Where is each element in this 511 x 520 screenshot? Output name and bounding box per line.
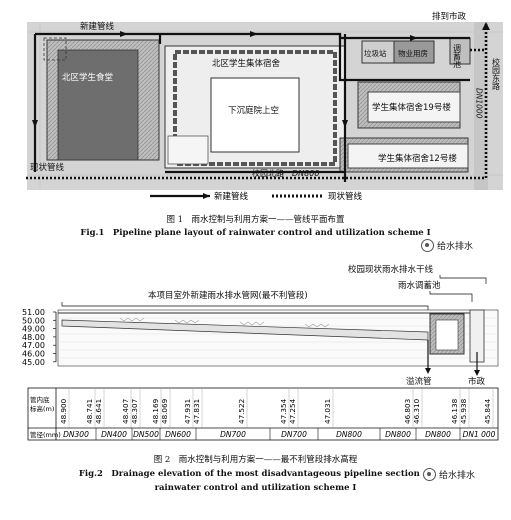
invert-elevation-value: 46.138 [450,398,459,424]
label-dn800: DN800 [292,169,319,178]
pipe-size-value: DN300 [63,430,89,439]
dorm19-building [357,81,461,129]
invert-elevation-value: 47.522 [237,399,246,424]
legend-existing-label: 现状管线 [328,191,363,200]
elevation-table: 管内底 标高(m) 管径(mm) [27,387,499,441]
fig2-caption-cn: 图 2 雨水控制与利用方案一——最不利管段排水高程 [153,455,358,465]
annotation-brackets [61,275,487,310]
label-storage-tank: 调蓄池 [453,44,462,68]
invert-elevation-value: 48.069 [160,398,169,424]
pipe-size-row: DN300 DN400 DN500 DN600 DN700 DN700 DN800 DN800… [63,428,496,440]
invert-elevation-value: 48.641 [94,399,103,424]
label-new-pipe-top: 新建管线 [80,21,115,32]
y-tick-label: 51.00 [22,308,45,317]
wechat-icon [423,468,436,481]
north-dorm-building [164,45,346,169]
sunken-courtyard [210,77,300,153]
label-main-pipe: 校园现状雨水排水干线 [348,264,434,275]
watermark-text-1: 给水排水 [437,242,474,252]
invert-elevation-value: 47.831 [192,399,201,424]
pipe-size-value: DN700 [220,430,246,439]
invert-elevation-value: 47.931 [183,399,192,424]
new-pipeline [33,32,470,182]
legend-new-label: 新建管线 [214,191,249,200]
invert-elevation-value: 48.169 [151,398,160,424]
watermark-text-2: 给水排水 [439,471,476,481]
invert-elevation-value: 45.938 [459,398,468,424]
y-tick-label: 46.00 [22,350,45,359]
invert-elevation-value: 48.407 [121,399,130,424]
fig1-plan: 新建管线 排到市政 北区学生食堂 北区学生集体宿舍 下沉庭院上空 垃圾站 物业用… [26,11,503,200]
watermark-2: 给水排水 [421,468,478,481]
label-tank: 雨水调蓄池 [398,280,441,291]
invert-elevation-value: 46.310 [412,398,421,424]
invert-elevation-value: 45.844 [483,398,492,424]
label-dn1000: DN1000 [475,88,484,119]
pipe-size-value: DN600 [165,430,191,439]
row-header-invert-1: 管内底 [30,395,50,404]
label-to-municipal: 排到市政 [432,11,467,22]
pipe-size-value: DN800 [336,430,362,439]
y-tick-label: 50.00 [22,316,45,325]
y-tick-label: 47.00 [22,341,45,350]
pipe-size-value: DN800 [425,430,451,439]
label-property-room: 物业用房 [398,48,428,58]
invert-elevation-value: 47.031 [323,399,332,424]
east-road [474,22,488,190]
invert-elevation-value: 48.307 [130,399,139,424]
label-existing-pipe-left: 现状管线 [30,162,65,173]
pipe-size-value: DN800 [385,430,411,439]
invert-elevation-value: 47.354 [279,398,288,424]
label-campus-road: 校园东路 [492,57,501,90]
dorm12-building [339,137,469,173]
invert-elevation-value: 48.900 [59,398,68,424]
fig1-caption-en: Fig.1 Pipeline plane layout of rainwater… [80,228,431,238]
row-header-invert-2: 标高(m) [30,404,54,413]
label-courtyard: 下沉庭院上空 [228,105,279,116]
property-room [393,40,435,64]
label-north-dorm: 北区学生集体宿舍 [212,58,281,69]
pipe-size-value: DN500 [133,430,159,439]
pipe-size-value: DN700 [281,430,307,439]
invert-elevation-value: 47.254 [288,398,297,424]
pipe-size-value: DN400 [101,430,127,439]
fig2-caption-en-1: Fig.2 Drainage elevation of the most dis… [78,469,433,479]
fig2-caption-en-2: rainwater control and utilization scheme… [154,483,357,493]
invert-elevation-value: 46.803 [403,399,412,424]
label-overflow: 溢流管 [406,376,432,387]
label-north-road: 校园北路 [252,168,284,178]
wechat-icon [421,239,434,252]
y-tick-label: 49.00 [22,325,45,334]
label-canteen: 北区学生食堂 [62,72,113,83]
existing-pipeline [26,22,488,180]
fig1-legend: 新建管线 现状管线 [150,191,363,200]
label-network: 本项目室外新建雨水排水管网(最不利管段) [148,290,308,301]
invert-elevation-value: 48.741 [85,399,94,424]
label-garbage-room: 垃圾站 [364,48,387,58]
fig2-elevation: 校园现状雨水排水干线 雨水调蓄池 本项目室外新建雨水排水管网(最不利管段) 51… [22,264,499,441]
fig1-caption-cn: 图 1 雨水控制与利用方案一——管线平面布置 [166,215,345,225]
y-tick-label: 48.00 [22,333,45,342]
pipe-size-value: DN1 000 [463,430,496,439]
row-header-pipe: 管径(mm) [30,430,61,439]
label-dorm12: 学生集体宿舍12号楼 [378,153,457,164]
y-tick-label: 45.00 [22,358,45,367]
profile-box [57,309,499,376]
canteen-building [43,37,160,161]
watermark-1: 给水排水 [421,239,473,252]
label-municipal: 市政 [468,376,486,387]
label-dorm19: 学生集体宿舍19号楼 [372,102,451,113]
